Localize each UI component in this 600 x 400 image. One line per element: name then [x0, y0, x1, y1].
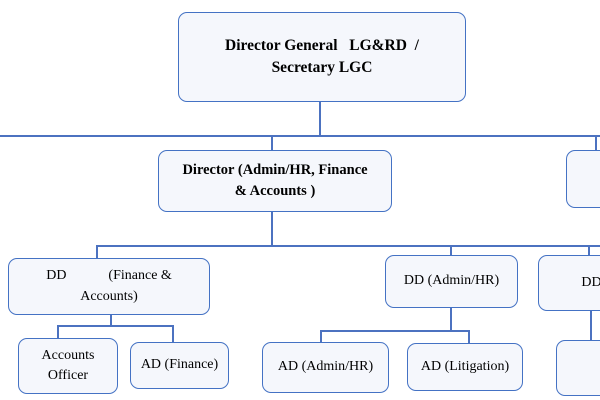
connector-director-right-drop: [595, 135, 597, 153]
node-ad-finance: AD (Finance): [130, 339, 237, 396]
node-label: Accounts: [41, 347, 95, 363]
node-label: AD (Litigation): [420, 358, 510, 374]
node-label: AD (Finance): [140, 357, 219, 373]
node-accounts-officer: Accounts Officer: [18, 335, 126, 400]
node-ad-admin-hr: AD (Admin/HR): [262, 339, 397, 400]
node-label: Director (Admin/HR, Finance: [182, 161, 368, 178]
connector-admin-children-rail: [320, 330, 469, 332]
node-dd-po-clipped: DD (Po: [538, 252, 600, 318]
node-label: DD (Admin/HR): [403, 273, 500, 289]
connector-level3-rail: [96, 245, 600, 247]
connector-level2-rail: [0, 135, 600, 137]
node-dd-finance-accounts: DD (Finance & Accounts): [8, 255, 218, 322]
connector-finance-children-rail: [57, 325, 174, 327]
node-label: Secretary LGC: [271, 59, 373, 76]
node-director-admin-finance: Director (Admin/HR, Finance & Accounts ): [158, 147, 400, 219]
connector-director-admin-down: [271, 210, 273, 247]
connector-ad-litigation-drop: [468, 330, 470, 346]
connector-dd-admin-down: [450, 307, 452, 332]
connector-ad-admin-drop: [320, 330, 322, 344]
node-label: & Accounts ): [234, 183, 316, 199]
node-bottom-right-clipped: [556, 337, 600, 400]
node-label: Officer: [47, 368, 89, 383]
node-label: Accounts): [80, 288, 138, 304]
node-ad-litigation: AD (Litigation): [407, 340, 531, 398]
node-label: DD (Finance &: [46, 268, 172, 284]
connector-dd-po-down: [590, 311, 592, 342]
connector-director-admin-drop: [271, 135, 273, 153]
connector-dd-finance-down: [110, 314, 112, 327]
node-label: DD (Po: [581, 274, 600, 290]
node-label: AD (Admin/HR): [277, 359, 374, 375]
node-dd-admin-hr: DD (Admin/HR): [385, 252, 526, 315]
connector-ad-finance-drop: [172, 325, 174, 345]
node-director-general: Director General LG&RD / Secretary LGC: [178, 9, 474, 109]
connector-accounts-officer-drop: [57, 325, 59, 341]
node-director-right-clipped: Director: [566, 147, 600, 215]
connector-dd-finance-drop: [96, 245, 98, 261]
node-label: Director General LG&RD /: [225, 36, 419, 54]
connector-dd-po-drop: [588, 245, 590, 258]
connector-dd-admin-drop: [450, 245, 452, 258]
connector-root-drop: [319, 100, 321, 137]
